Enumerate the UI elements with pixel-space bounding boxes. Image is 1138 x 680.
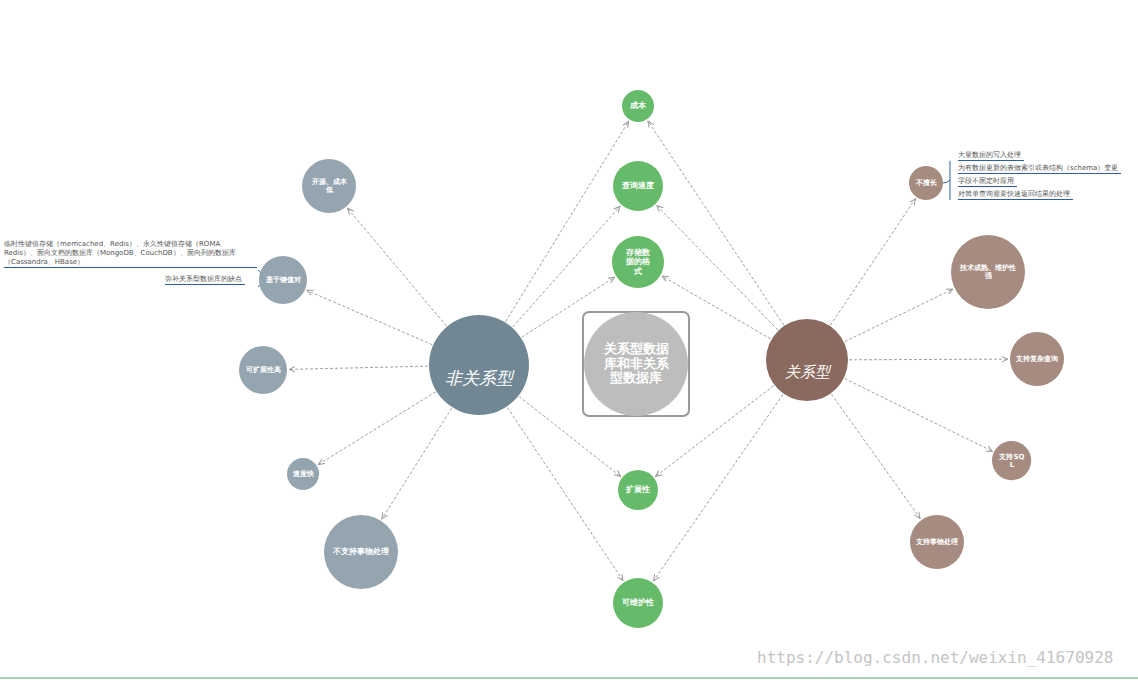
feature-circle: 支持复杂查询 xyxy=(1010,332,1064,386)
dashed-arrow xyxy=(830,199,915,325)
node-label: 存储数据的格式 xyxy=(623,248,654,276)
node-label: 查询速度 xyxy=(622,181,654,190)
feature-circle: 支持SQL xyxy=(992,441,1031,480)
dashed-arrow xyxy=(318,392,435,465)
feature-circle: 不擅长 xyxy=(909,166,943,200)
note-item: 弥补关系型数据库的缺点 xyxy=(165,275,245,285)
category-circle: 关系型 xyxy=(766,319,848,401)
dashed-arrow xyxy=(648,121,784,325)
dashed-arrow xyxy=(307,290,432,344)
dashed-arrow xyxy=(662,276,770,339)
node-label: 关系型数据库和非关系型数据库 xyxy=(599,342,674,387)
feature-circle: 开源、成本低 xyxy=(302,159,356,213)
circle-outline xyxy=(766,319,848,401)
note-item: 为有数据更新的表做索引或表结构（schema）变更 xyxy=(958,164,1121,174)
dashed-arrow xyxy=(289,366,428,369)
note-item: 大量数据的写入处理 xyxy=(958,151,1024,161)
dashed-arrow xyxy=(519,397,621,477)
node-label: 不擅长 xyxy=(916,179,937,187)
node-label: 可维护性 xyxy=(622,598,654,607)
circle-outline xyxy=(429,315,529,415)
category-circle: 非关系型 xyxy=(429,315,529,415)
node-label: 非关系型 xyxy=(445,369,513,389)
note-item: 对简单查询需要快速返回结果的处理 xyxy=(958,190,1073,200)
dashed-arrow xyxy=(382,408,452,519)
node-label: 可扩展性高 xyxy=(246,366,281,374)
feature-circle: 技术成熟、维护性强 xyxy=(951,235,1025,309)
dashed-arrow xyxy=(507,407,623,580)
node-label: 支持事物处理 xyxy=(916,538,958,546)
dashed-arrow xyxy=(657,205,778,330)
center-circle: 关系型数据库和非关系型数据库 xyxy=(584,312,688,416)
node-label: 关系型 xyxy=(785,364,830,381)
aspect-circle: 成本 xyxy=(622,90,654,122)
node-label: 开源、成本低 xyxy=(310,178,349,194)
aspect-circle: 查询速度 xyxy=(613,161,663,211)
node-label: 支持复杂查询 xyxy=(1016,355,1058,363)
dashed-arrow xyxy=(653,394,783,580)
dashed-arrow xyxy=(845,379,993,452)
dashed-arrow xyxy=(845,289,953,342)
aspect-circle: 可维护性 xyxy=(613,578,663,628)
center-frame xyxy=(583,312,689,416)
dashed-arrow xyxy=(831,394,920,518)
node-label: 速度快 xyxy=(293,470,314,478)
aspect-circle: 扩展性 xyxy=(618,470,658,510)
dashed-arrow xyxy=(348,208,447,326)
bracket xyxy=(943,161,950,200)
node-label: 基于键值对 xyxy=(266,276,301,284)
node-label: 支持SQL xyxy=(997,453,1026,469)
node-label: 不支持事物处理 xyxy=(333,547,389,556)
bottom-rule xyxy=(0,678,1138,679)
dashed-arrow xyxy=(506,121,629,321)
note-item: 临时性键值存储（memcached、Redis）、永久性键值存储（ROMA、Re… xyxy=(4,240,257,268)
feature-circle: 速度快 xyxy=(287,458,319,490)
feature-circle: 可扩展性高 xyxy=(239,346,287,394)
dashed-arrow xyxy=(849,359,1008,361)
node-label: 成本 xyxy=(630,101,646,110)
feature-circle: 支持事物处理 xyxy=(910,515,964,569)
feature-circle: 基于键值对 xyxy=(259,256,307,304)
node-label: 扩展性 xyxy=(626,485,650,494)
note-item: 字段不固定时应用 xyxy=(958,177,1017,187)
watermark: https://blog.csdn.net/weixin_41670928 xyxy=(757,648,1113,669)
node-label: 技术成熟、维护性强 xyxy=(959,264,1018,280)
feature-circle: 不支持事物处理 xyxy=(324,515,398,589)
aspect-circle: 存储数据的格式 xyxy=(612,236,664,288)
